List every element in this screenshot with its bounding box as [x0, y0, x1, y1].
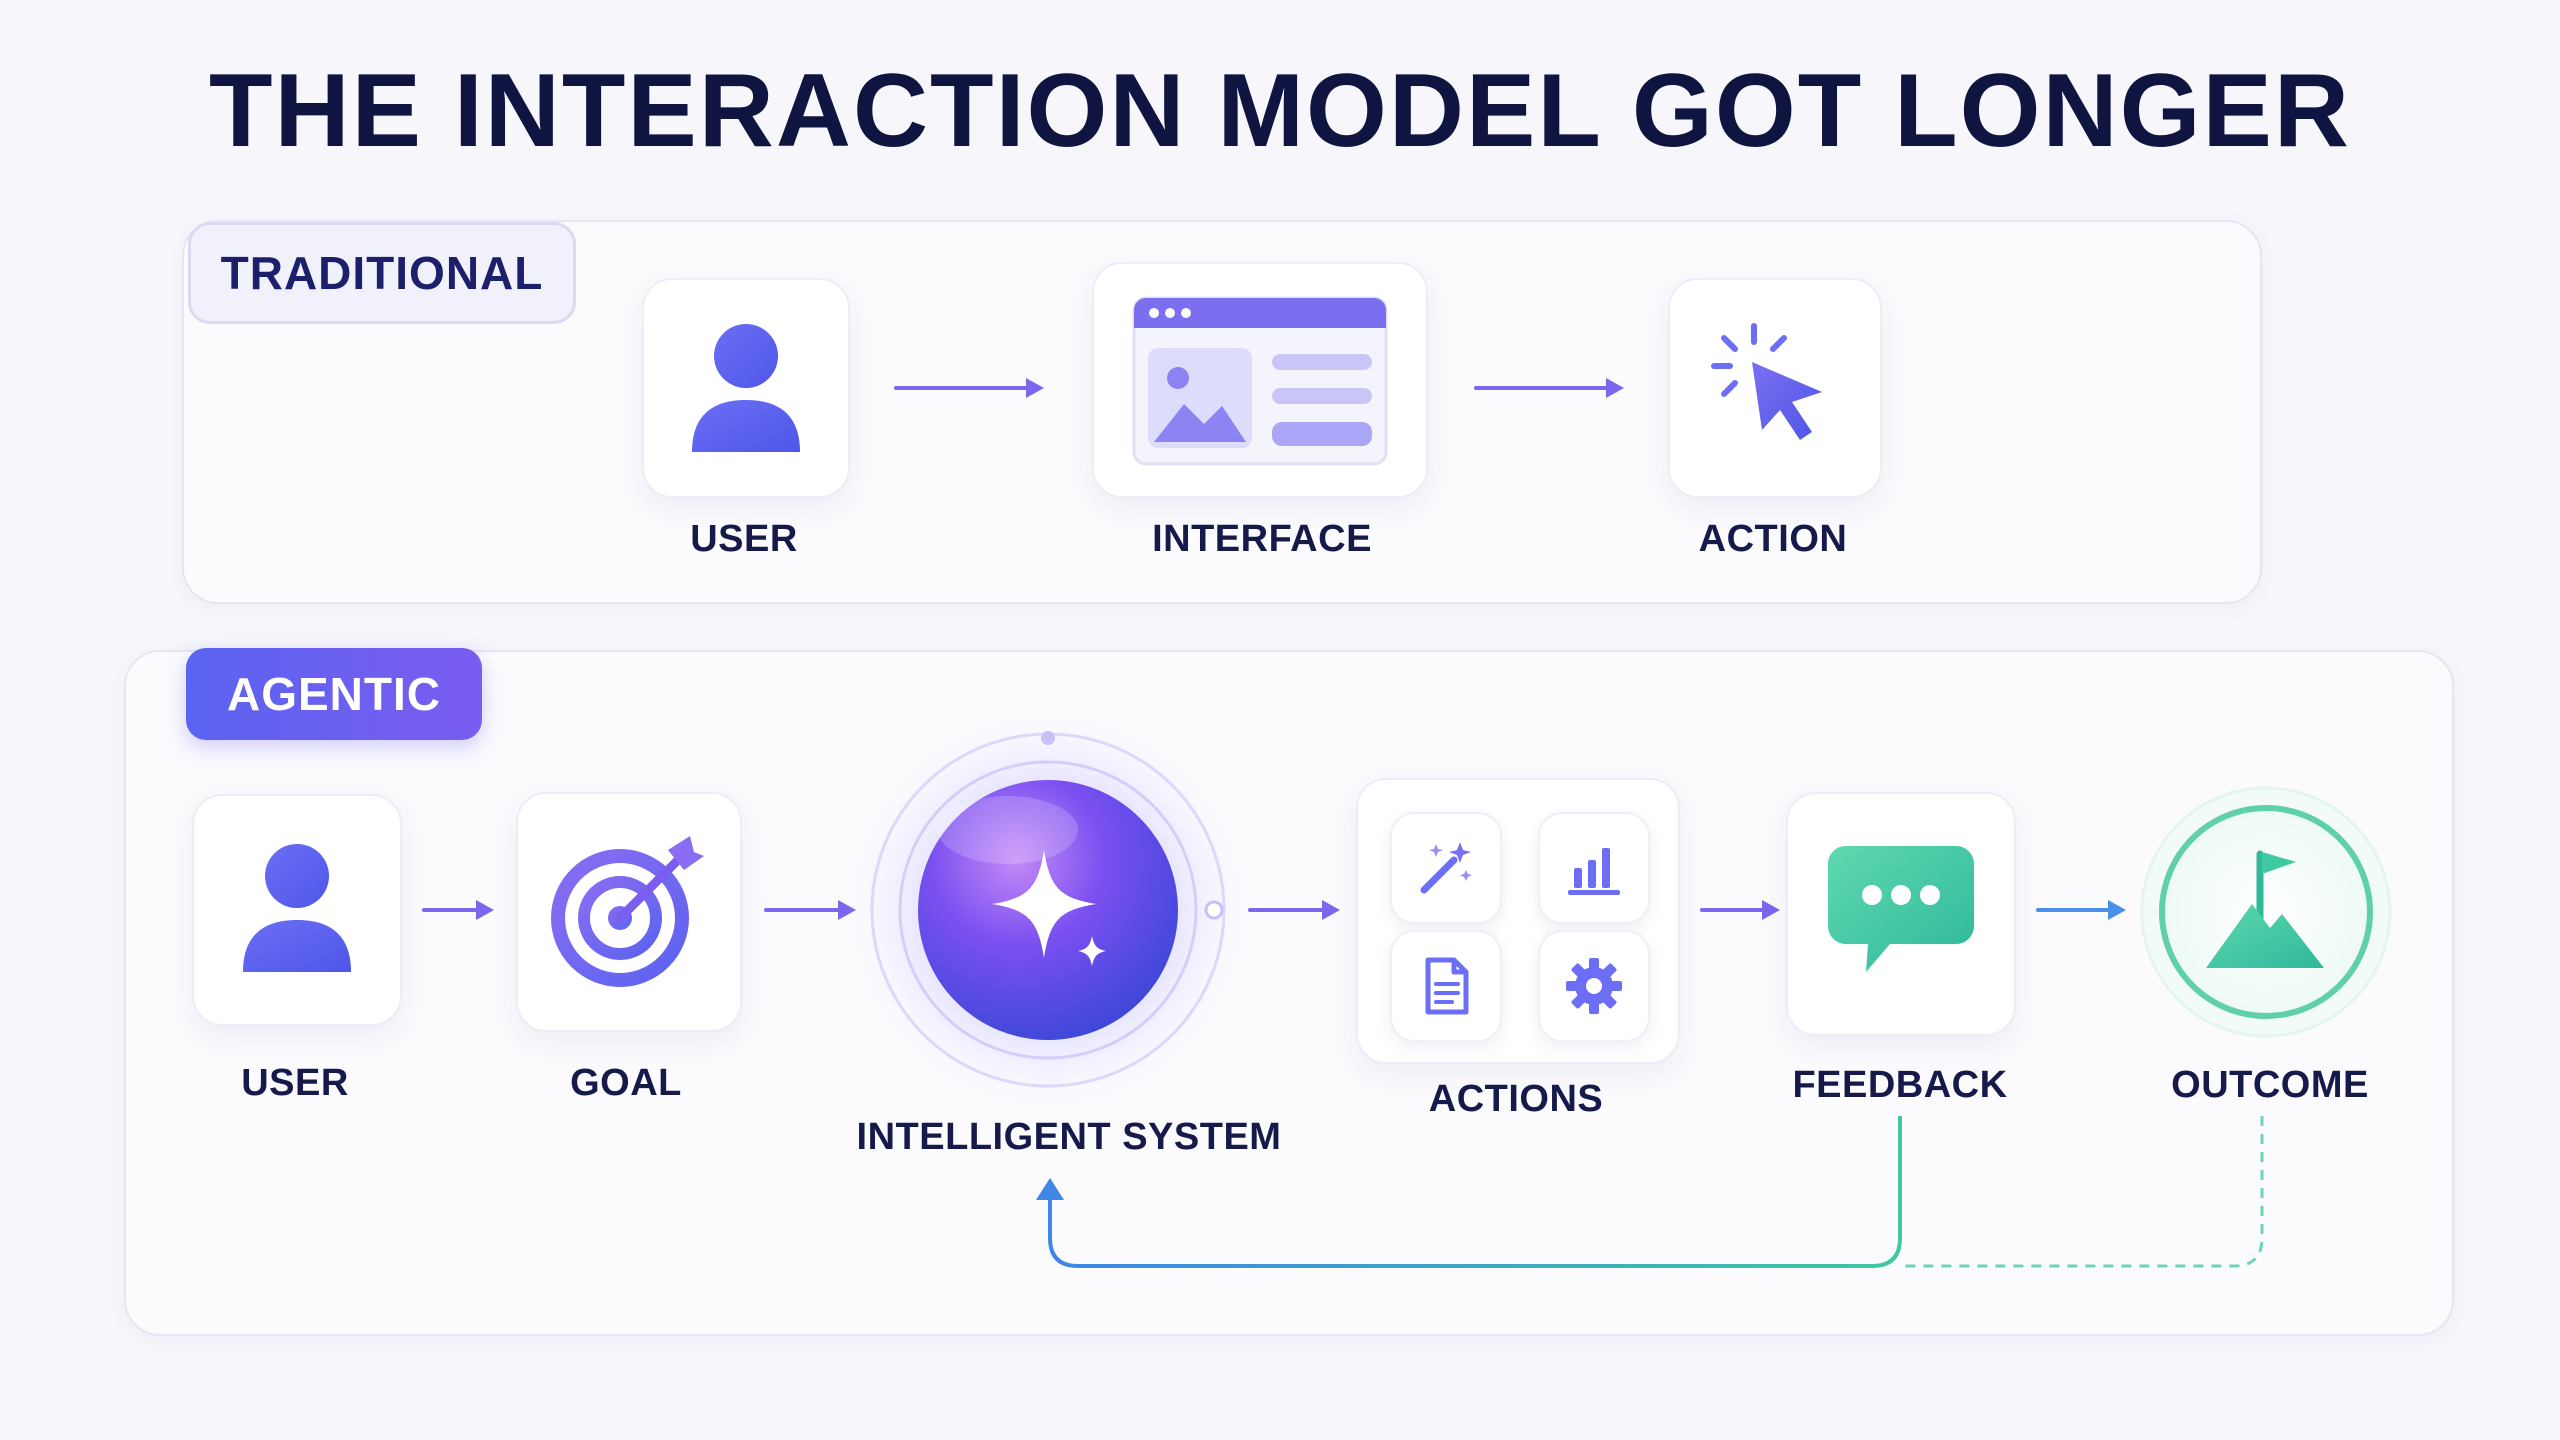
agentic-user-card: [192, 794, 402, 1026]
target-icon: [551, 836, 704, 987]
magic-wand-icon: [1420, 842, 1472, 894]
actions-gear-tile: [1538, 930, 1650, 1042]
agentic-user-label: USER: [241, 1062, 349, 1104]
actions-document-tile: [1390, 930, 1502, 1042]
user-icon: [692, 324, 800, 452]
arrow-goal-to-system: [764, 900, 856, 920]
mountain-flag-icon: [2206, 850, 2324, 968]
agentic-feedback-label: FEEDBACK: [1792, 1064, 2008, 1106]
arrow-feedback-to-outcome: [2036, 900, 2126, 920]
document-icon: [1425, 957, 1469, 1015]
outcome-badge: [2140, 786, 2392, 1038]
traditional-user-card: [642, 278, 850, 498]
agentic-actions-label: ACTIONS: [1428, 1078, 1604, 1120]
sparkle-icon: [992, 850, 1096, 958]
arrow-actions-to-feedback: [1700, 900, 1780, 920]
user-icon: [243, 844, 351, 972]
cursor-click-icon: [1711, 323, 1822, 440]
agentic-goal-label: GOAL: [570, 1062, 682, 1104]
chat-bubble-icon: [1828, 846, 1974, 972]
traditional-action-label: ACTION: [1698, 518, 1848, 560]
arrow-user-to-interface: [894, 378, 1044, 398]
intelligent-system-label: INTELLIGENT SYSTEM: [856, 1116, 1282, 1158]
traditional-action-card: [1668, 278, 1882, 498]
arrow-interface-to-action: [1474, 378, 1624, 398]
traditional-user-label: USER: [690, 518, 798, 560]
arrow-user-to-goal: [422, 900, 494, 920]
traditional-tag: TRADITIONAL: [188, 222, 576, 324]
intelligent-system-orb: [848, 710, 1248, 1110]
actions-chart-tile: [1538, 812, 1650, 924]
agentic-outcome-label: OUTCOME: [2171, 1064, 2369, 1106]
traditional-interface-label: INTERFACE: [1152, 518, 1372, 560]
agentic-goal-card: [516, 792, 742, 1032]
agentic-feedback-card: [1786, 792, 2016, 1036]
page-title: THE INTERACTION MODEL GOT LONGER: [208, 53, 2352, 169]
agentic-tag: AGENTIC: [186, 648, 482, 740]
arrow-system-to-actions: [1248, 900, 1340, 920]
agentic-panel: [124, 650, 2454, 1336]
traditional-interface-card: [1092, 262, 1428, 498]
gear-icon: [1566, 958, 1622, 1014]
agentic-actions-card: [1356, 778, 1680, 1064]
bar-chart-icon: [1568, 848, 1620, 895]
actions-wand-tile: [1390, 812, 1502, 924]
interface-window-icon: [1132, 296, 1388, 466]
